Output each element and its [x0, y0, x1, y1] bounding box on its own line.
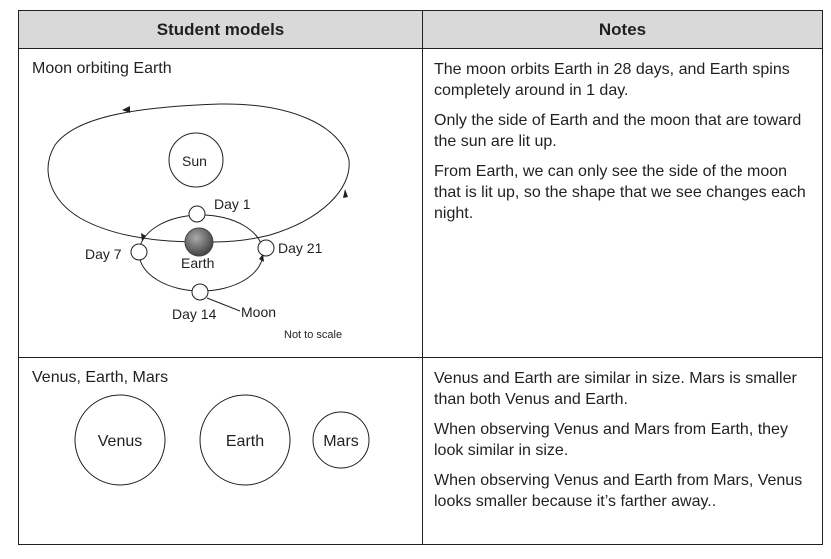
earth-orbit-path	[47, 103, 350, 243]
earth-circle	[199, 394, 291, 486]
mars-label: Mars	[323, 433, 359, 450]
orbit-arrows	[122, 106, 348, 262]
earth-label: Earth	[181, 255, 214, 271]
arrow-icon	[259, 254, 264, 262]
mars-circle	[312, 411, 370, 469]
model-title: Moon orbiting Earth	[32, 60, 172, 77]
arrow-icon	[141, 233, 146, 241]
sun-circle	[168, 132, 224, 188]
day1-label: Day 1	[214, 196, 251, 212]
arrow-icon	[122, 106, 130, 113]
moon-label: Moon	[241, 304, 276, 320]
note: From Earth, we can only see the side of …	[434, 163, 806, 222]
notes-cell: Venus and Earth are similar in size. Mar…	[422, 357, 823, 545]
day21-label: Day 21	[278, 240, 323, 256]
model-cell: Moon orbiting Earth	[18, 48, 423, 358]
scale-note: Not to scale	[284, 329, 342, 341]
table-row: Venus, Earth, Mars Venus and Earth are s…	[18, 357, 823, 545]
venus-label: Venus	[98, 433, 142, 450]
earth-planet-label: Earth	[226, 433, 264, 450]
note: The moon orbits Earth in 28 days, and Ea…	[434, 61, 790, 99]
moon-day14	[191, 283, 209, 301]
moon-pointer	[206, 297, 241, 312]
table-row: Moon orbiting Earth The moon orbits Eart…	[18, 48, 823, 358]
header-student-models: Student models	[18, 10, 423, 49]
notes-cell: The moon orbits Earth in 28 days, and Ea…	[422, 48, 823, 358]
arrow-icon	[343, 189, 348, 198]
earth-globe	[184, 227, 214, 257]
day14-label: Day 14	[172, 306, 217, 322]
moon-day7	[130, 243, 148, 261]
note: Only the side of Earth and the moon that…	[434, 112, 802, 150]
models-table: Student models Notes Moon orbiting Earth…	[18, 10, 823, 545]
day7-label: Day 7	[85, 246, 122, 262]
sun-label: Sun	[182, 153, 207, 169]
moon-day1	[188, 205, 206, 223]
venus-circle	[74, 394, 166, 486]
model-title: Venus, Earth, Mars	[32, 369, 169, 386]
note: Venus and Earth are similar in size. Mar…	[434, 370, 797, 408]
note: When observing Venus and Mars from Earth…	[434, 421, 788, 459]
header-notes: Notes	[422, 10, 823, 49]
moon-day21	[257, 239, 275, 257]
model-cell: Venus, Earth, Mars	[18, 357, 423, 545]
note: When observing Venus and Earth from Mars…	[434, 472, 803, 510]
